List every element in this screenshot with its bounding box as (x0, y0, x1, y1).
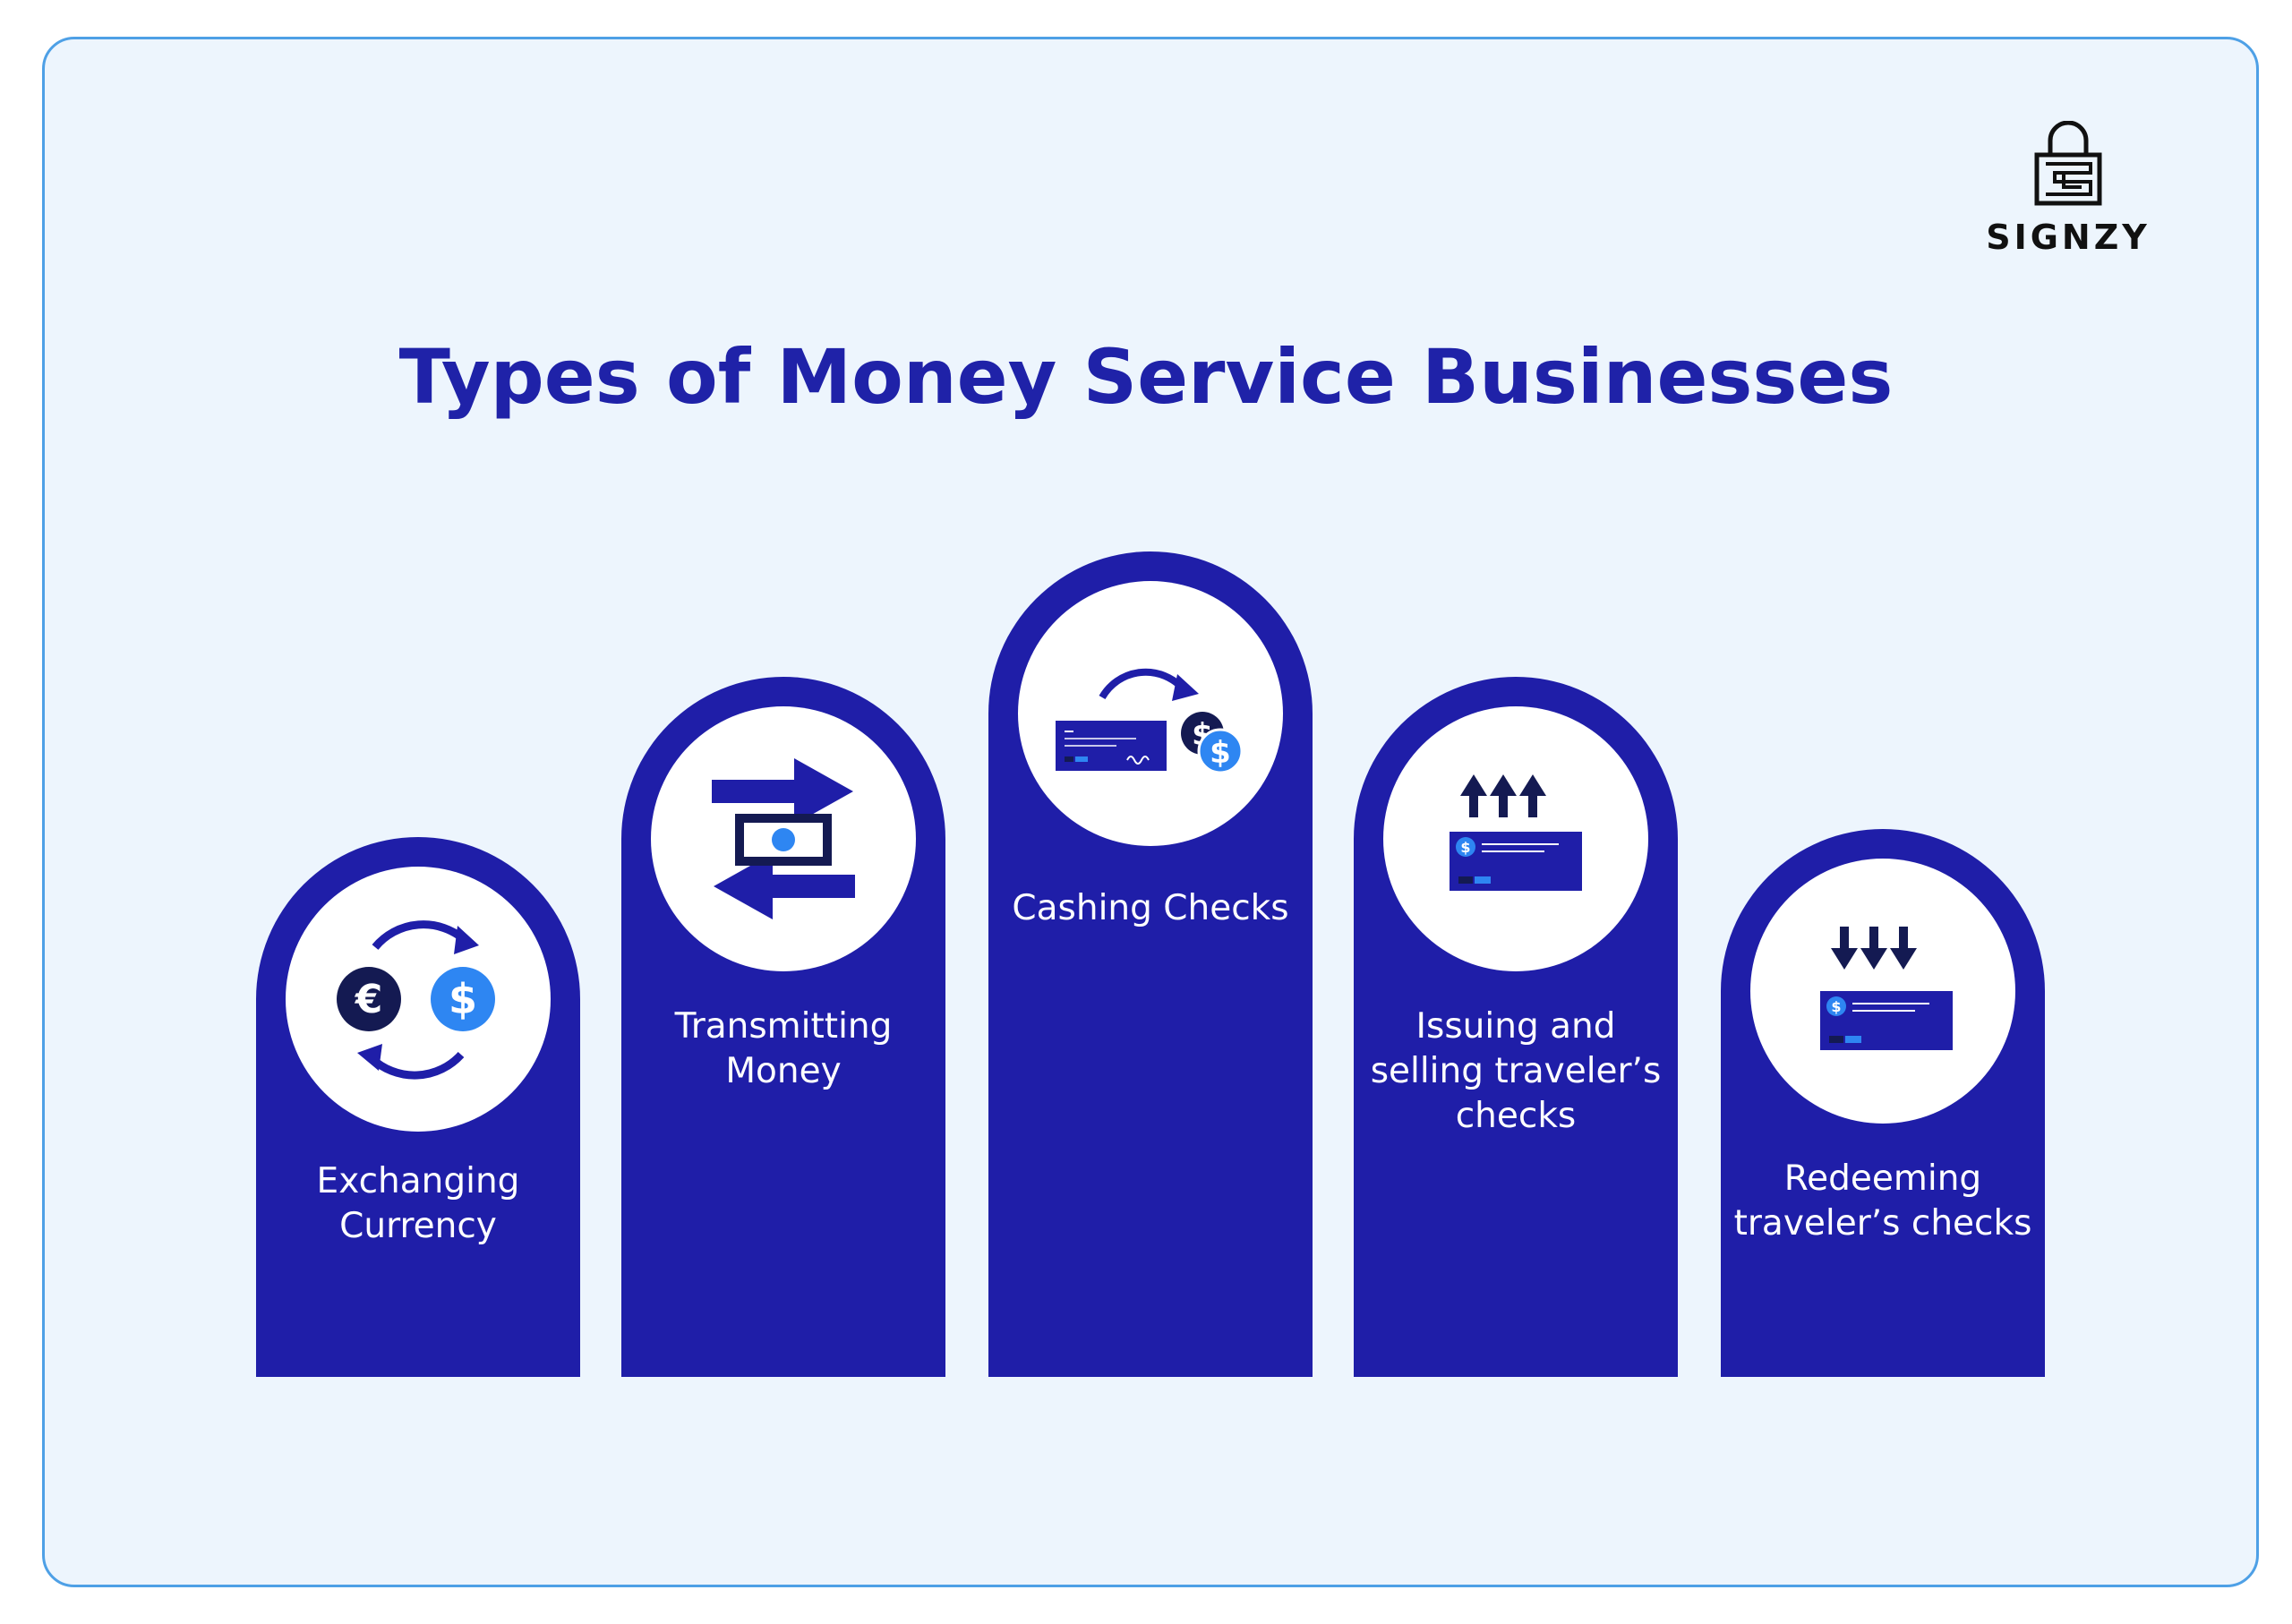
card-redeeming-checks: $ Redeeming traveler’s checks (1721, 829, 2045, 1377)
card-label: Cashing Checks (1012, 888, 1289, 928)
page-title: Types of Money Service Businesses (398, 333, 1894, 421)
card-issuing-checks: $ Issuing and selling traveler’s checks (1354, 677, 1678, 1377)
svg-text:$: $ (1831, 998, 1841, 1015)
svg-text:€: € (355, 977, 383, 1022)
card-exchanging-currency: € $ Exchanging Currency (256, 837, 580, 1377)
icon-circle: $ (1750, 859, 2015, 1124)
signzy-logo: SIGNZY (1961, 121, 2176, 264)
check-cashing-icon: $ $ (1056, 668, 1244, 774)
redeem-check-icon: $ (1820, 927, 1953, 1050)
icon-circle: $ (1383, 706, 1648, 971)
icon-circle (651, 706, 916, 971)
issue-check-icon: $ (1450, 774, 1582, 891)
logo-wordmark: SIGNZY (1986, 218, 2151, 257)
svg-text:$: $ (449, 975, 477, 1023)
svg-text:$: $ (1460, 839, 1470, 856)
card-label: Redeeming traveler’s checks (1733, 1158, 2032, 1244)
card-label: Transmitting Money (674, 1006, 893, 1091)
lock-maze-icon (2034, 121, 2102, 206)
icon-circle: $ $ (1018, 581, 1283, 846)
card-label: Exchanging Currency (316, 1161, 520, 1246)
svg-text:$: $ (1210, 735, 1231, 771)
card-label: Issuing and selling traveler’s checks (1370, 1006, 1662, 1136)
money-transfer-icon (712, 758, 855, 919)
icon-circle: € $ (286, 867, 551, 1132)
card-cashing-checks: $ $ Cashing Checks (988, 551, 1313, 1377)
currency-exchange-icon: € $ (337, 920, 495, 1080)
card-transmitting-money: Transmitting Money (621, 677, 945, 1377)
